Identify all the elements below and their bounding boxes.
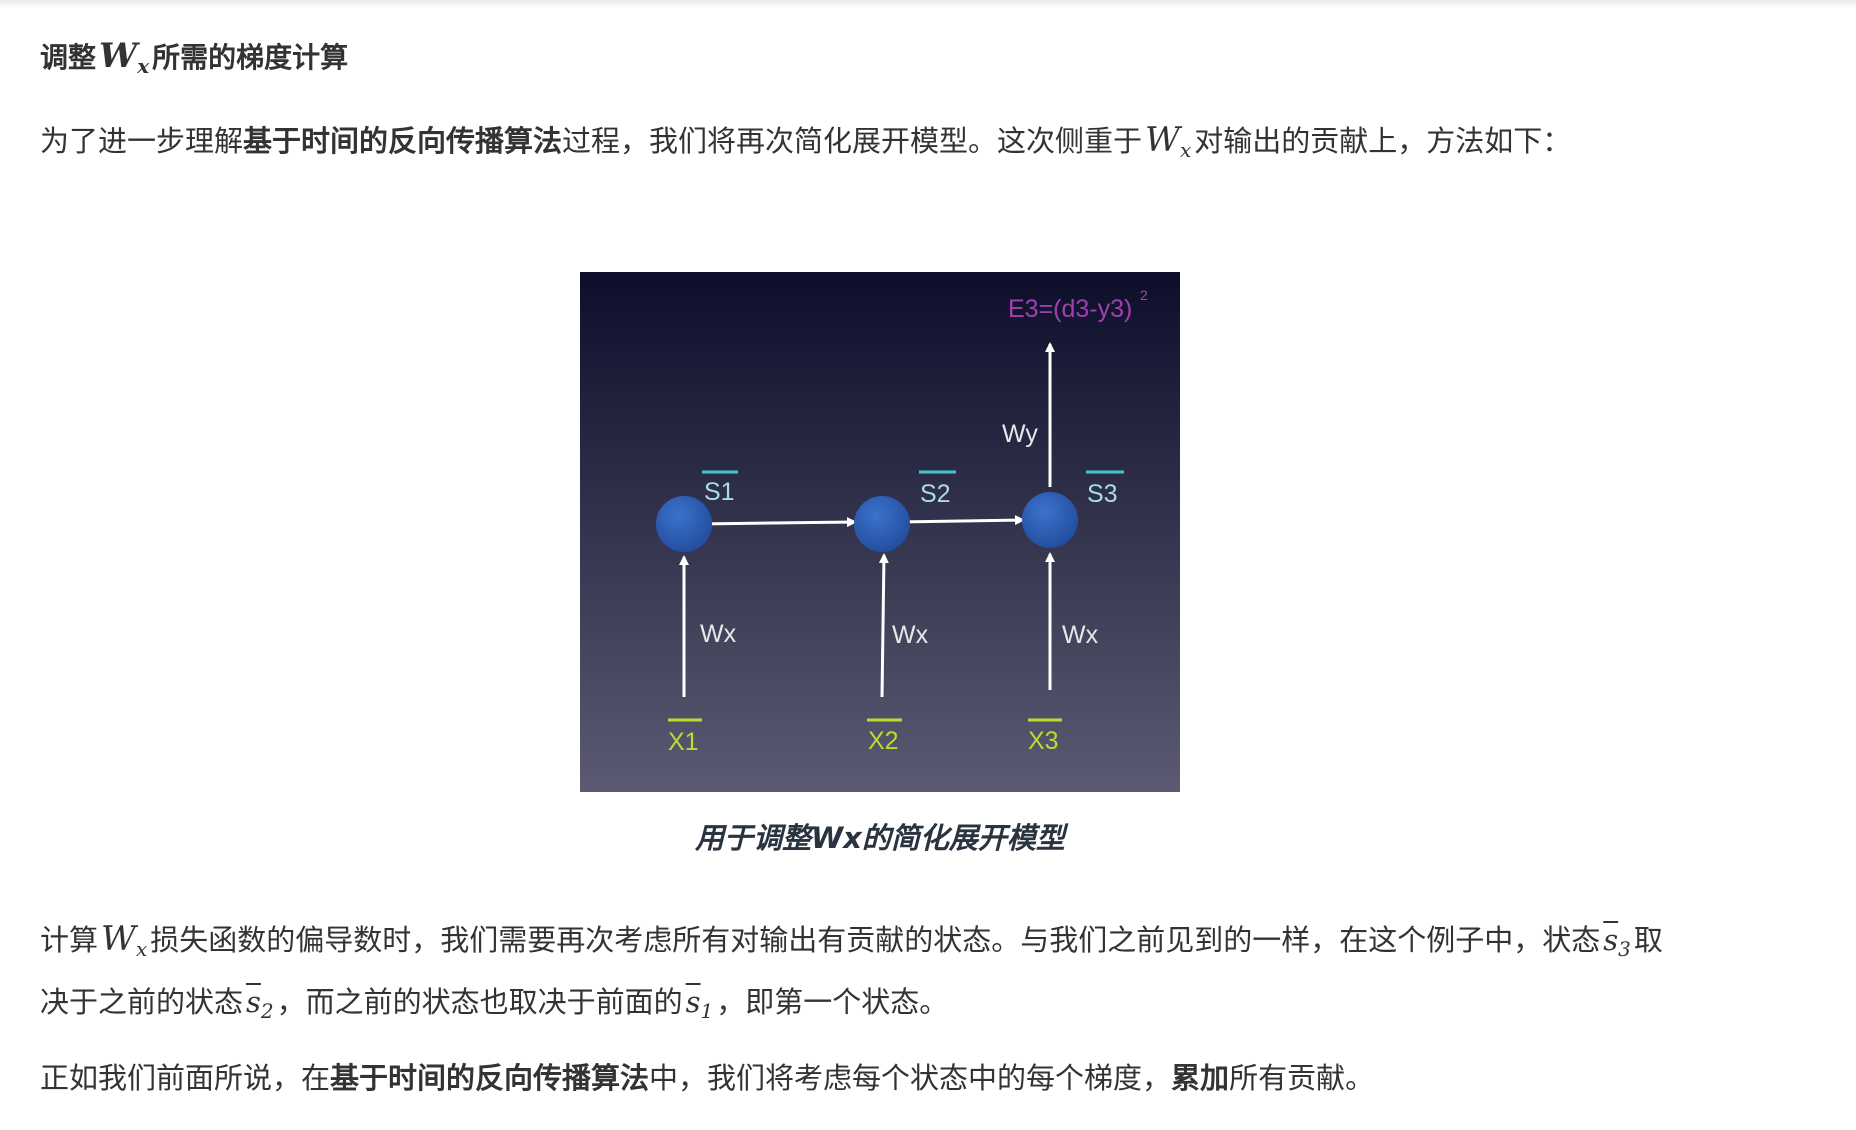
math-s3: s3	[1603, 923, 1631, 961]
state-label-3: S3	[1087, 480, 1118, 508]
summary-paragraph: 正如我们前面所说，在基于时间的反向传播算法中，我们将考虑每个状态中的每个梯度，累…	[40, 1061, 1375, 1095]
error-label: E3=(d3-y3)	[1008, 295, 1132, 323]
intro-paragraph: 为了进一步理解基于时间的反向传播算法过程，我们将再次简化展开模型。这次侧重于Wx…	[40, 120, 1572, 162]
input-label-2: X2	[868, 727, 899, 755]
bold-term: 基于时间的反向传播算法	[330, 1061, 650, 1095]
heading-text: 调整	[40, 41, 97, 74]
unfolded-model-figure: E3=(d3-y3) 2 Wy S1 S2 S3 Wx	[580, 272, 1180, 792]
wy-label: Wy	[1002, 420, 1038, 448]
rnn-diagram: E3=(d3-y3) 2 Wy S1 S2 S3 Wx	[580, 272, 1180, 792]
math-wx: Wx	[101, 919, 148, 961]
figure-caption: 用于调整Wx的简化展开模型	[695, 821, 1065, 855]
input-label-3: X3	[1028, 727, 1059, 755]
state-label-2: S2	[920, 480, 951, 508]
math-s2: s2	[246, 985, 274, 1023]
recurrent-arrow-1	[697, 517, 857, 528]
weight-label-3: Wx	[1062, 621, 1099, 649]
error-exponent: 2	[1140, 287, 1148, 303]
top-shadow	[0, 0, 1856, 8]
input-arrow-2	[878, 553, 889, 698]
heading-text: 所需的梯度计算	[152, 41, 349, 74]
math-wx: Wx	[1145, 120, 1192, 162]
state-node-3	[1022, 492, 1078, 548]
state-node-2	[854, 496, 910, 552]
weight-label-1: Wx	[700, 620, 737, 648]
input-label-1: X1	[668, 728, 699, 756]
state-label-1: S1	[704, 478, 735, 506]
math-wx: Wx	[99, 36, 150, 78]
recurrent-arrow-2	[897, 515, 1025, 526]
bold-term: 基于时间的反向传播算法	[243, 124, 563, 158]
math-s1: s1	[685, 985, 714, 1023]
weight-label-2: Wx	[892, 621, 929, 649]
state-node-1	[656, 496, 712, 552]
bold-term: 累加	[1171, 1061, 1230, 1095]
